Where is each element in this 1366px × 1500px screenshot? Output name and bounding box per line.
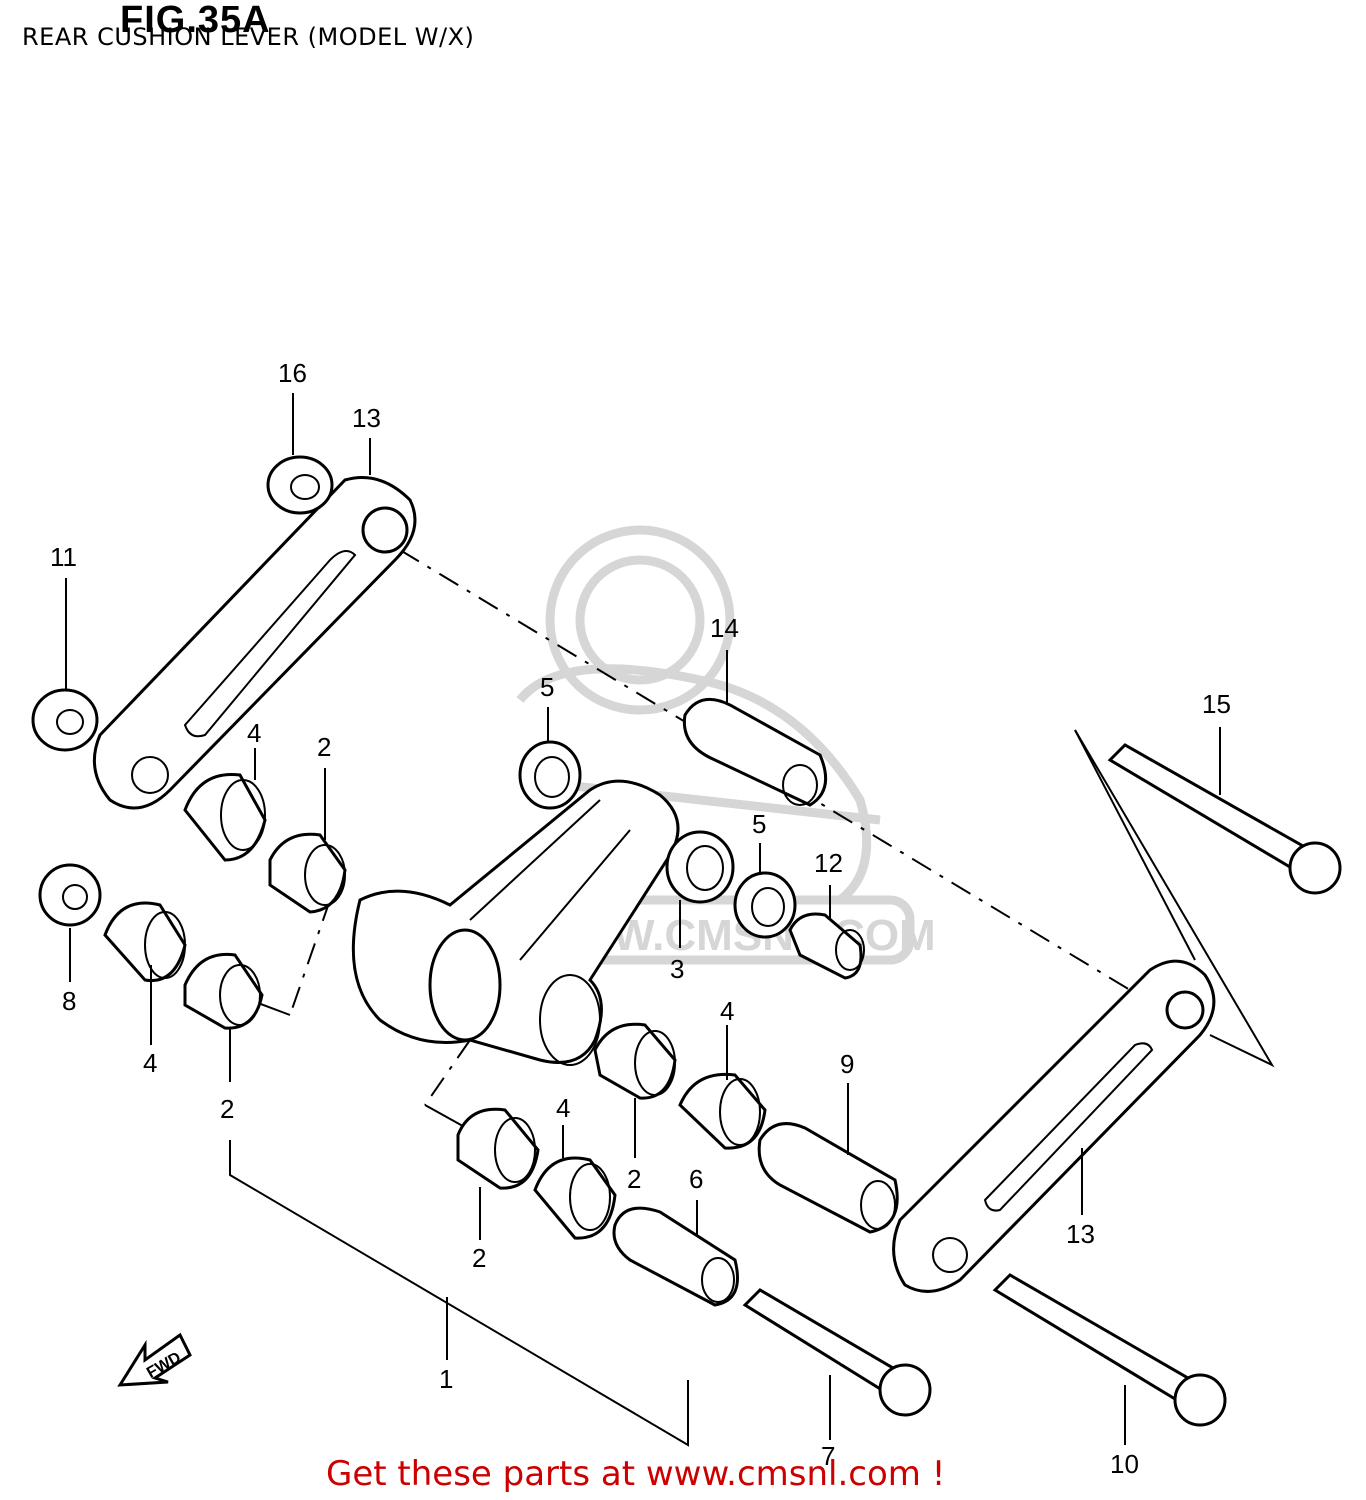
bolt-10 <box>992 1273 1227 1427</box>
callout-13-lower: 13 <box>1066 1219 1095 1249</box>
callout-2-lower: 2 <box>472 1243 486 1273</box>
cushion-rod-lower <box>892 959 1216 1293</box>
fwd-arrow-icon: FWD <box>117 1332 192 1387</box>
nut-11 <box>31 688 99 752</box>
bearing-2-left <box>183 952 264 1030</box>
callout-13-upper: 13 <box>352 403 381 433</box>
callout-5-upper: 5 <box>540 672 554 702</box>
callout-11: 11 <box>50 542 77 572</box>
callout-7: 7 <box>821 1441 835 1471</box>
callout-16: 16 <box>278 358 307 388</box>
callout-1: 1 <box>439 1364 453 1394</box>
cushion-rod-upper <box>92 476 417 810</box>
callout-4-right: 4 <box>720 996 734 1026</box>
callout-6: 6 <box>689 1164 703 1194</box>
callout-8: 8 <box>62 986 76 1016</box>
callout-14: 14 <box>710 613 739 643</box>
callout-3: 3 <box>670 954 684 984</box>
callout-labels: 16 13 11 4 2 5 14 15 5 12 3 8 4 2 4 9 13… <box>50 358 1231 1479</box>
callout-2-center: 2 <box>627 1164 641 1194</box>
footer-link-text[interactable]: Get these parts at www.cmsnl.com ! <box>326 1454 946 1494</box>
spacer-14 <box>682 697 828 807</box>
callout-2-upper: 2 <box>317 732 331 762</box>
dust-seal-4-upper <box>183 772 267 862</box>
callout-4-left: 4 <box>143 1048 157 1078</box>
dust-seal-4-right <box>678 1072 767 1150</box>
callout-10: 10 <box>1110 1449 1139 1479</box>
callout-4-lower: 4 <box>556 1093 570 1123</box>
dust-seal-4-left <box>103 901 187 983</box>
bearing-2-center <box>593 1022 677 1100</box>
bearing-2-upper <box>268 832 347 914</box>
figure-title: FIG.35A <box>120 0 271 41</box>
oil-seal-5-upper <box>518 740 582 810</box>
callout-9: 9 <box>840 1049 854 1079</box>
bolt-7 <box>742 1288 932 1417</box>
callout-4-upper: 4 <box>247 718 261 748</box>
nut-16 <box>266 455 334 515</box>
callout-5-right: 5 <box>752 809 766 839</box>
spacer-6 <box>612 1206 739 1307</box>
spacer-9 <box>757 1122 899 1234</box>
spacer-12 <box>788 912 865 980</box>
callout-2-left: 2 <box>220 1094 234 1124</box>
bolt-15 <box>1107 743 1342 895</box>
nut-8 <box>38 863 102 927</box>
bearing-2-lower <box>456 1107 540 1190</box>
callout-leaders <box>65 393 1221 1445</box>
page-subtitle: REAR CUSHION LEVER (MODEL W/X) <box>22 23 475 51</box>
callout-15: 15 <box>1202 689 1231 719</box>
oil-seal-5-right <box>733 871 797 939</box>
dust-seal-4-lower <box>533 1156 617 1240</box>
bearing-3 <box>665 830 735 904</box>
callout-12: 12 <box>814 848 843 878</box>
cushion-lever <box>351 779 680 1066</box>
